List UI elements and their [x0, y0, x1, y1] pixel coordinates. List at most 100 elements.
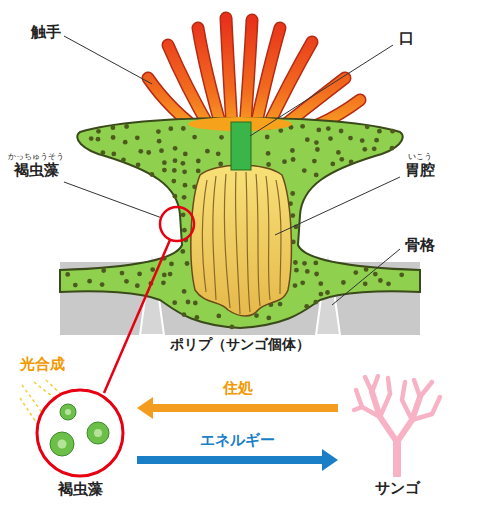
zooxanthella-dot	[146, 150, 151, 155]
zooxanthella-dot	[205, 149, 210, 154]
zooxanthella-dot	[157, 139, 162, 144]
zooxanthella-dot	[196, 169, 201, 174]
leader-lines	[64, 36, 400, 305]
zooxanthella-dot	[377, 129, 382, 134]
part-label: ポリプ（サンゴ個体）	[170, 336, 310, 352]
zooxanthella-dot	[124, 124, 129, 129]
zooxanthella-dot	[183, 152, 188, 157]
part-label: 光合成	[20, 356, 65, 373]
zooxanthella-dot	[372, 146, 377, 151]
zooxanthella-dot	[196, 159, 201, 164]
zooxanthella-dot	[305, 137, 310, 142]
polyp-body	[60, 118, 420, 328]
zooxanthella-dot	[230, 325, 235, 330]
zooxanthella-dot	[135, 283, 140, 288]
zooxanthella-dot	[218, 162, 223, 167]
zooxanthella-dot	[181, 212, 186, 217]
zooxanthella-dot	[182, 312, 187, 317]
zooxanthella-dot	[101, 268, 106, 273]
zooxanthella-dot	[374, 138, 379, 143]
zooxanthella-dot	[362, 147, 367, 152]
zooxanthella-dot	[339, 157, 344, 162]
zooxanthella-dot	[265, 135, 270, 140]
zooxanthella-dot	[172, 168, 177, 173]
zooxanthella-dot	[313, 261, 318, 266]
zooxanthella-dot	[159, 148, 164, 153]
zooxanthella-dot	[364, 267, 369, 272]
zooxanthella-dot	[181, 126, 186, 131]
zooxanthella-dot	[173, 146, 178, 151]
zooxanthella-dot	[186, 300, 191, 305]
algae-circle	[35, 388, 125, 478]
zooxanthella-dot	[87, 279, 92, 284]
zooxanthella-dot	[169, 262, 174, 267]
flow-arrow	[137, 449, 338, 471]
zooxanthella-dot	[314, 173, 319, 178]
zooxanthella-dot	[156, 129, 161, 134]
zooxanthella-dot	[135, 135, 140, 140]
zooxanthella-dot	[293, 283, 298, 288]
zooxanthella-dot	[111, 125, 116, 130]
zooxanthella-dot	[318, 281, 323, 286]
coral-illustration	[350, 372, 445, 477]
zooxanthella-dot	[266, 162, 271, 167]
zooxanthella-dot	[294, 268, 299, 273]
zooxanthella-dot	[173, 158, 178, 163]
node-label: サンゴ	[375, 479, 420, 498]
part-label: 胃腔	[405, 162, 435, 179]
zooxanthella-dot	[124, 279, 129, 284]
zooxanthella-dot	[216, 314, 221, 319]
gastric-cavity	[191, 165, 292, 316]
zooxanthella-dot	[219, 135, 224, 140]
part-label: 触手	[31, 24, 61, 41]
zooxanthella-dot	[173, 194, 178, 199]
zooxanthella-dot	[336, 150, 341, 155]
zooxanthella-dot	[319, 292, 324, 297]
zooxanthella-dot	[339, 129, 344, 134]
zooxanthella-dot	[182, 228, 187, 233]
zooxanthella-dot	[314, 272, 319, 277]
part-label: 口	[399, 30, 414, 47]
zooxanthella-dot	[315, 147, 320, 152]
zooxanthella-dot	[282, 159, 287, 164]
part-label: 骨格	[405, 237, 435, 254]
zooxanthella-dot	[216, 151, 221, 156]
zooxanthella-dot	[325, 290, 330, 295]
zooxanthella-dot	[378, 278, 383, 283]
zooxanthella-dot	[150, 267, 155, 272]
zooxanthella-dot	[304, 304, 309, 309]
zoom-circle	[160, 207, 194, 241]
zooxanthella-dot	[349, 160, 354, 165]
zooxanthella-dot	[192, 135, 197, 140]
zooxanthella-dot	[266, 151, 271, 156]
zooxanthella-dot	[96, 129, 101, 134]
zooxanthella-dot	[328, 136, 333, 141]
zooxanthella-dot	[353, 270, 358, 275]
zooxanthella-dot	[390, 129, 395, 134]
zooxanthella-dot	[65, 272, 70, 277]
zooxanthella-dot	[399, 272, 404, 277]
zooxanthella-dot	[266, 316, 271, 321]
zooxanthella-dot	[360, 138, 365, 143]
zooxanthella-dot	[314, 140, 319, 145]
zooxanthella-dot	[183, 183, 188, 188]
part-label: 褐虫藻	[14, 162, 59, 179]
zooxanthella-dot	[316, 127, 321, 132]
algae-node: 褐虫藻	[35, 388, 125, 478]
zooxanthella-dot	[137, 272, 142, 277]
zooxanthella-dot	[365, 124, 370, 129]
zooxanthella-dot	[172, 300, 177, 305]
zooxanthella-dot	[96, 137, 101, 142]
zooxanthella-dot	[150, 172, 155, 177]
arrow-label: エネルギー	[200, 432, 275, 449]
zooxanthella-dot	[171, 179, 176, 184]
zooxanthella-dot	[313, 300, 318, 305]
zooxanthella-dot	[373, 272, 378, 277]
zooxanthella-dot	[182, 169, 187, 174]
zooxanthella-dot	[330, 162, 335, 167]
zooxanthella-dot	[290, 148, 295, 153]
zooxanthella-dot	[300, 280, 305, 285]
zooxanthella-dot	[305, 269, 310, 274]
arrow-label: 住処	[223, 380, 253, 397]
